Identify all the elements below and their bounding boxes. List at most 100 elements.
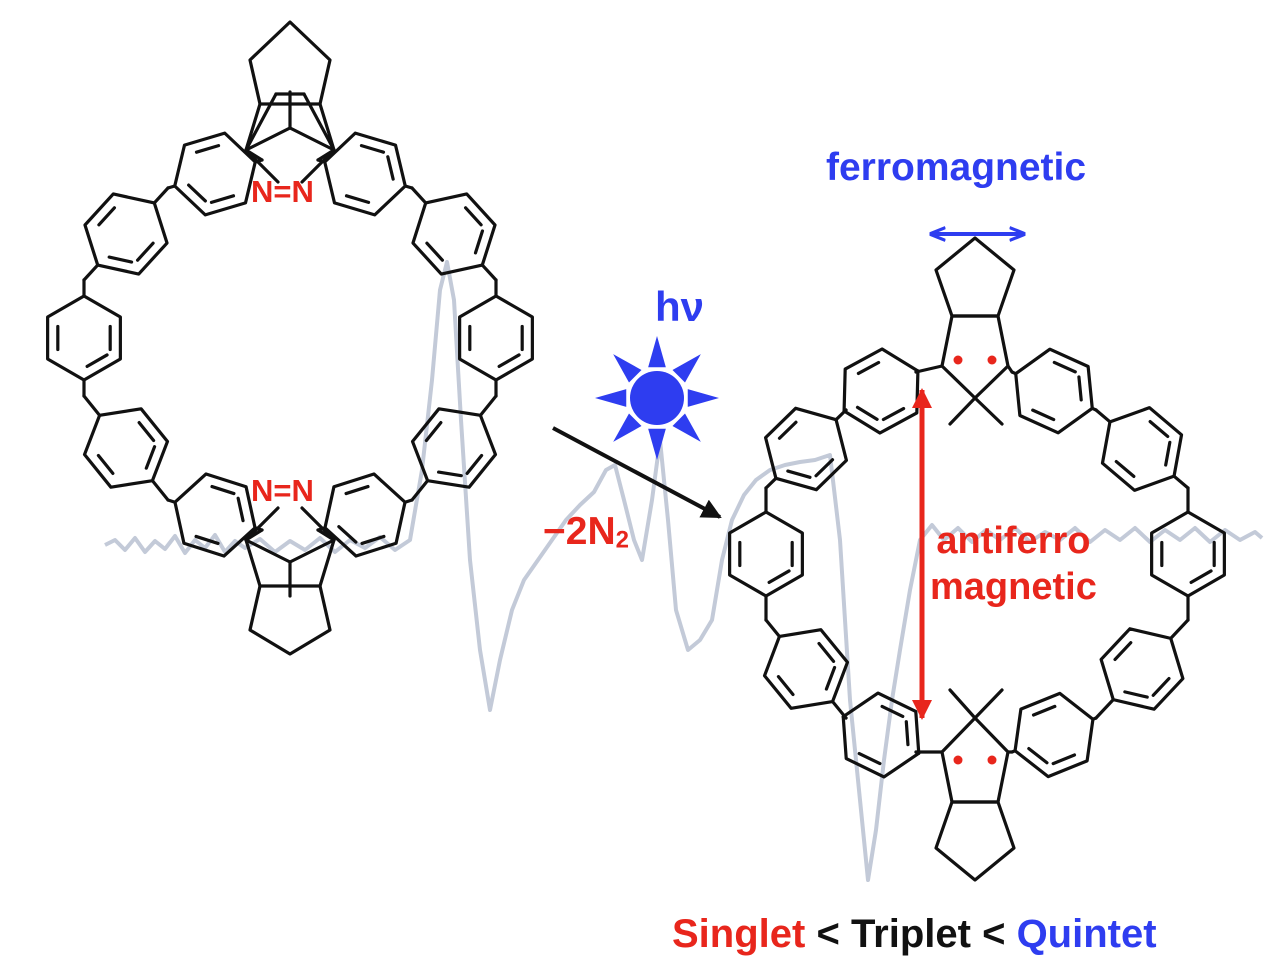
benzene-ring [173, 472, 257, 558]
biaryl-bond [764, 476, 778, 490]
biaryl-bond [410, 186, 428, 205]
biaryl-bond [764, 618, 782, 639]
aromatic-double-bond [1164, 440, 1172, 467]
sun-ray [648, 428, 666, 460]
tetraradical-macrocycle [728, 236, 1226, 882]
aromatic-double-bond [187, 183, 207, 203]
cyclopentane-ring [934, 236, 1016, 318]
aromatic-double-bond [1114, 459, 1136, 479]
aromatic-double-bond [1077, 375, 1083, 402]
cyclopentane-ring [248, 20, 332, 106]
biaryl-bond [480, 263, 498, 282]
aromatic-double-bond [1031, 408, 1056, 422]
aromatic-double-bond [824, 665, 837, 691]
cyclopentadiyl-ring [940, 716, 1010, 804]
epr-spectrum-trace [104, 260, 1264, 882]
cyclopentane-ring [934, 800, 1016, 882]
radical-dot [987, 755, 997, 765]
state-triplet: Triplet [850, 912, 971, 956]
reaction-arrow-icon [552, 426, 722, 519]
aromatic-double-bond [386, 155, 395, 181]
aromatic-double-bond [194, 144, 221, 154]
nitrogen-loss-subscript: 2 [615, 526, 629, 554]
sun-ray [672, 413, 701, 442]
bond [244, 506, 280, 542]
aromatic-double-bond [359, 144, 386, 154]
state-separator-2: < [970, 912, 1017, 956]
benzene-ring [411, 192, 497, 276]
aromatic-double-bond [1031, 704, 1057, 717]
aromatic-double-bond [135, 241, 155, 262]
biaryl-bond [152, 186, 170, 205]
aromatic-double-bond [107, 255, 134, 264]
aromatic-double-bond [1189, 569, 1213, 585]
aromatic-double-bond [85, 353, 109, 369]
aromatic-double-bond [856, 360, 881, 376]
benzene-ring [46, 294, 122, 382]
state-quintet: Quintet [1016, 912, 1157, 956]
biaryl-bond [478, 394, 498, 417]
radical-dot [987, 355, 997, 365]
bond [973, 396, 1004, 426]
antiferro-line-1: antiferro [936, 520, 1091, 562]
benzene-ring [410, 407, 498, 489]
aromatic-double-bond [814, 458, 835, 478]
benzene-ring [1100, 406, 1184, 492]
aromatic-double-bond [776, 675, 795, 697]
aromatic-double-bond [436, 470, 463, 478]
biaryl-bond [1094, 408, 1112, 424]
sun-ray [648, 336, 666, 368]
azo-label-bottom: N=N [251, 473, 314, 508]
aromatic-double-bond [96, 453, 115, 475]
biaryl-bond [410, 479, 430, 502]
sun-ray [613, 354, 642, 383]
biaryl-bond [82, 263, 100, 282]
biaryl-bond [1169, 618, 1190, 640]
benzene-ring [323, 472, 407, 558]
aromatic-double-bond [1051, 753, 1077, 766]
aromatic-double-bond [1123, 690, 1149, 699]
bond [288, 126, 336, 152]
aromatic-double-bond [144, 445, 157, 470]
benzene-ring [1099, 627, 1185, 711]
benzene-ring [762, 628, 850, 710]
aromatic-double-bond [360, 534, 386, 546]
aromatic-double-bond [425, 241, 445, 262]
benzene-ring [842, 347, 920, 435]
benzene-ring [728, 510, 804, 598]
benzene-ring [763, 406, 849, 492]
benzene-ring [1014, 347, 1094, 435]
sun-ray [613, 413, 642, 442]
biaryl-bond [82, 394, 102, 417]
ferromagnetic-label: ferromagnetic [826, 146, 1087, 189]
bond [318, 102, 336, 152]
aromatic-double-bond [194, 534, 220, 546]
aromatic-double-bond [337, 525, 358, 544]
aromatic-double-bond [1027, 746, 1049, 765]
sun-ray [687, 389, 719, 407]
bond [914, 364, 944, 374]
bond [288, 538, 336, 564]
nitrogen-loss-text: −2N [543, 510, 616, 553]
aromatic-double-bond [344, 194, 371, 204]
benzene-ring [83, 192, 169, 276]
aromatic-double-bond [857, 751, 882, 766]
aromatic-double-bond [236, 496, 245, 523]
cyclopentane-ring [248, 584, 332, 656]
aromatic-double-bond [210, 484, 236, 496]
biaryl-bond [150, 479, 170, 502]
aromatic-double-bond [777, 420, 798, 440]
sun-ray [595, 389, 627, 407]
biaryl-bond [1094, 698, 1115, 720]
aromatic-double-bond [786, 469, 812, 479]
antiferromagnetic-label: antiferro magnetic [930, 518, 1097, 611]
spin-state-ordering: Singlet < Triplet < Quintet [672, 914, 1157, 954]
aromatic-double-bond [209, 194, 236, 204]
radical-dot [953, 755, 963, 765]
bond [300, 506, 336, 542]
aromatic-double-bond [1113, 641, 1133, 662]
benzene-ring [82, 407, 170, 489]
aromatic-double-bond [1052, 360, 1077, 374]
bond [973, 688, 1004, 720]
